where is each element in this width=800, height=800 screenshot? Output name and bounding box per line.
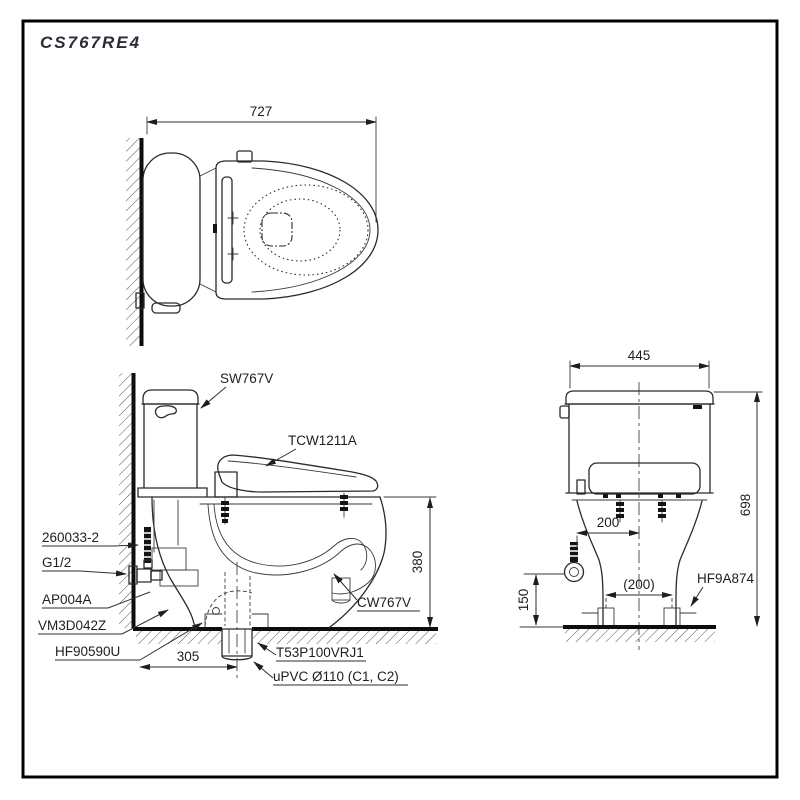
svg-text:TCW1211A: TCW1211A [288, 433, 357, 448]
svg-text:T53P100VRJ1: T53P100VRJ1 [276, 645, 364, 660]
water-drop-icon [154, 405, 178, 419]
pedestal-front [576, 500, 703, 626]
label-stop-valve: AP004A [42, 591, 151, 609]
drawing-title: CS767RE4 [40, 33, 141, 52]
svg-text:HF9A874: HF9A874 [697, 571, 755, 586]
dim-698: 698 [713, 391, 763, 627]
svg-text:HF90590U: HF90590U [55, 644, 120, 659]
border-frame [21, 19, 779, 779]
label-supply-hose: 260033-2 [42, 530, 139, 549]
logo-mark [693, 405, 702, 409]
supply-valve [128, 527, 163, 585]
dim-727-value: 727 [250, 104, 273, 119]
dim-380-value: 380 [410, 551, 425, 574]
seat-lid-inner-edge [251, 167, 371, 293]
label-cistern: SW767V [200, 371, 273, 409]
side-control-mark [213, 224, 217, 233]
flush-lever [559, 405, 570, 419]
dim-305-value: 305 [177, 649, 200, 664]
cistern-front [559, 390, 715, 493]
seat-lid-top [215, 160, 379, 300]
floor-hatch [565, 629, 715, 642]
svg-text:CW767V: CW767V [357, 595, 411, 610]
cistern-lever-top [151, 302, 181, 314]
floor-hatch [253, 631, 436, 644]
dim-445: 445 [569, 348, 710, 389]
label-seal: VM3D042Z [38, 609, 169, 635]
dim-200-value: 200 [597, 515, 620, 530]
wall-hatch [126, 138, 141, 346]
dim-305: 305 [139, 649, 238, 670]
dim-380: 380 [383, 496, 437, 628]
label-drain-pipe: uPVC Ø110 (C1, C2) [253, 661, 408, 686]
seat-bolt [340, 492, 348, 518]
svg-text:260033-2: 260033-2 [42, 530, 99, 545]
dim-150-value: 150 [516, 589, 531, 612]
svg-text:uPVC Ø110 (C1, C2): uPVC Ø110 (C1, C2) [273, 669, 399, 684]
control-knob-top [236, 150, 253, 163]
dim-150: 150 [516, 573, 565, 626]
side-view: 260033-2 G1/2 AP004A VM3D042Z HF90590U S… [38, 371, 438, 686]
svg-text:AP004A: AP004A [42, 592, 92, 607]
svg-text:VM3D042Z: VM3D042Z [38, 618, 106, 633]
label-washlet-seat: TCW1211A [265, 433, 357, 467]
seat-bolt [221, 496, 229, 525]
supply-stub-top [135, 292, 145, 309]
dim-445-value: 445 [628, 348, 651, 363]
dim-727: 727 [146, 104, 377, 223]
cistern-side [137, 389, 208, 498]
hinge-plate-top [221, 176, 233, 284]
label-inlet-thread: G1/2 [42, 555, 127, 577]
label-floor-flange: HF90590U [55, 622, 203, 661]
rim-plate-front [565, 492, 714, 501]
seat-bolt [658, 499, 666, 523]
dim-698-value: 698 [738, 494, 753, 517]
dim-200-pitch-value: (200) [623, 577, 655, 592]
label-drain-socket: T53P100VRJ1 [257, 642, 366, 662]
svg-text:SW767V: SW767V [220, 371, 273, 386]
cistern-top [142, 152, 201, 307]
seat-bolt [616, 499, 624, 523]
plan-view: 727 [126, 104, 379, 346]
dim-200: 200 [576, 515, 640, 548]
label-bowl: CW767V [333, 573, 420, 612]
seat-tab [576, 479, 586, 495]
svg-text:G1/2: G1/2 [42, 555, 71, 570]
label-bolt-cap: HF9A874 [690, 571, 755, 607]
washlet-seat-side [214, 454, 379, 498]
hinge-bolts-top [227, 211, 239, 261]
wall-hatch [119, 373, 133, 628]
floor-hatch [136, 631, 222, 644]
trap-opening-hidden [261, 212, 293, 247]
dim-200-pitch: (200) [605, 577, 673, 608]
bowl-rim-hidden [243, 184, 369, 276]
trapway [151, 499, 376, 627]
floor-flange [204, 607, 269, 628]
front-view: 445 [516, 348, 763, 650]
seat-back-front [588, 462, 701, 495]
bowl-water-hidden [259, 198, 341, 262]
bowl-side [151, 496, 387, 628]
